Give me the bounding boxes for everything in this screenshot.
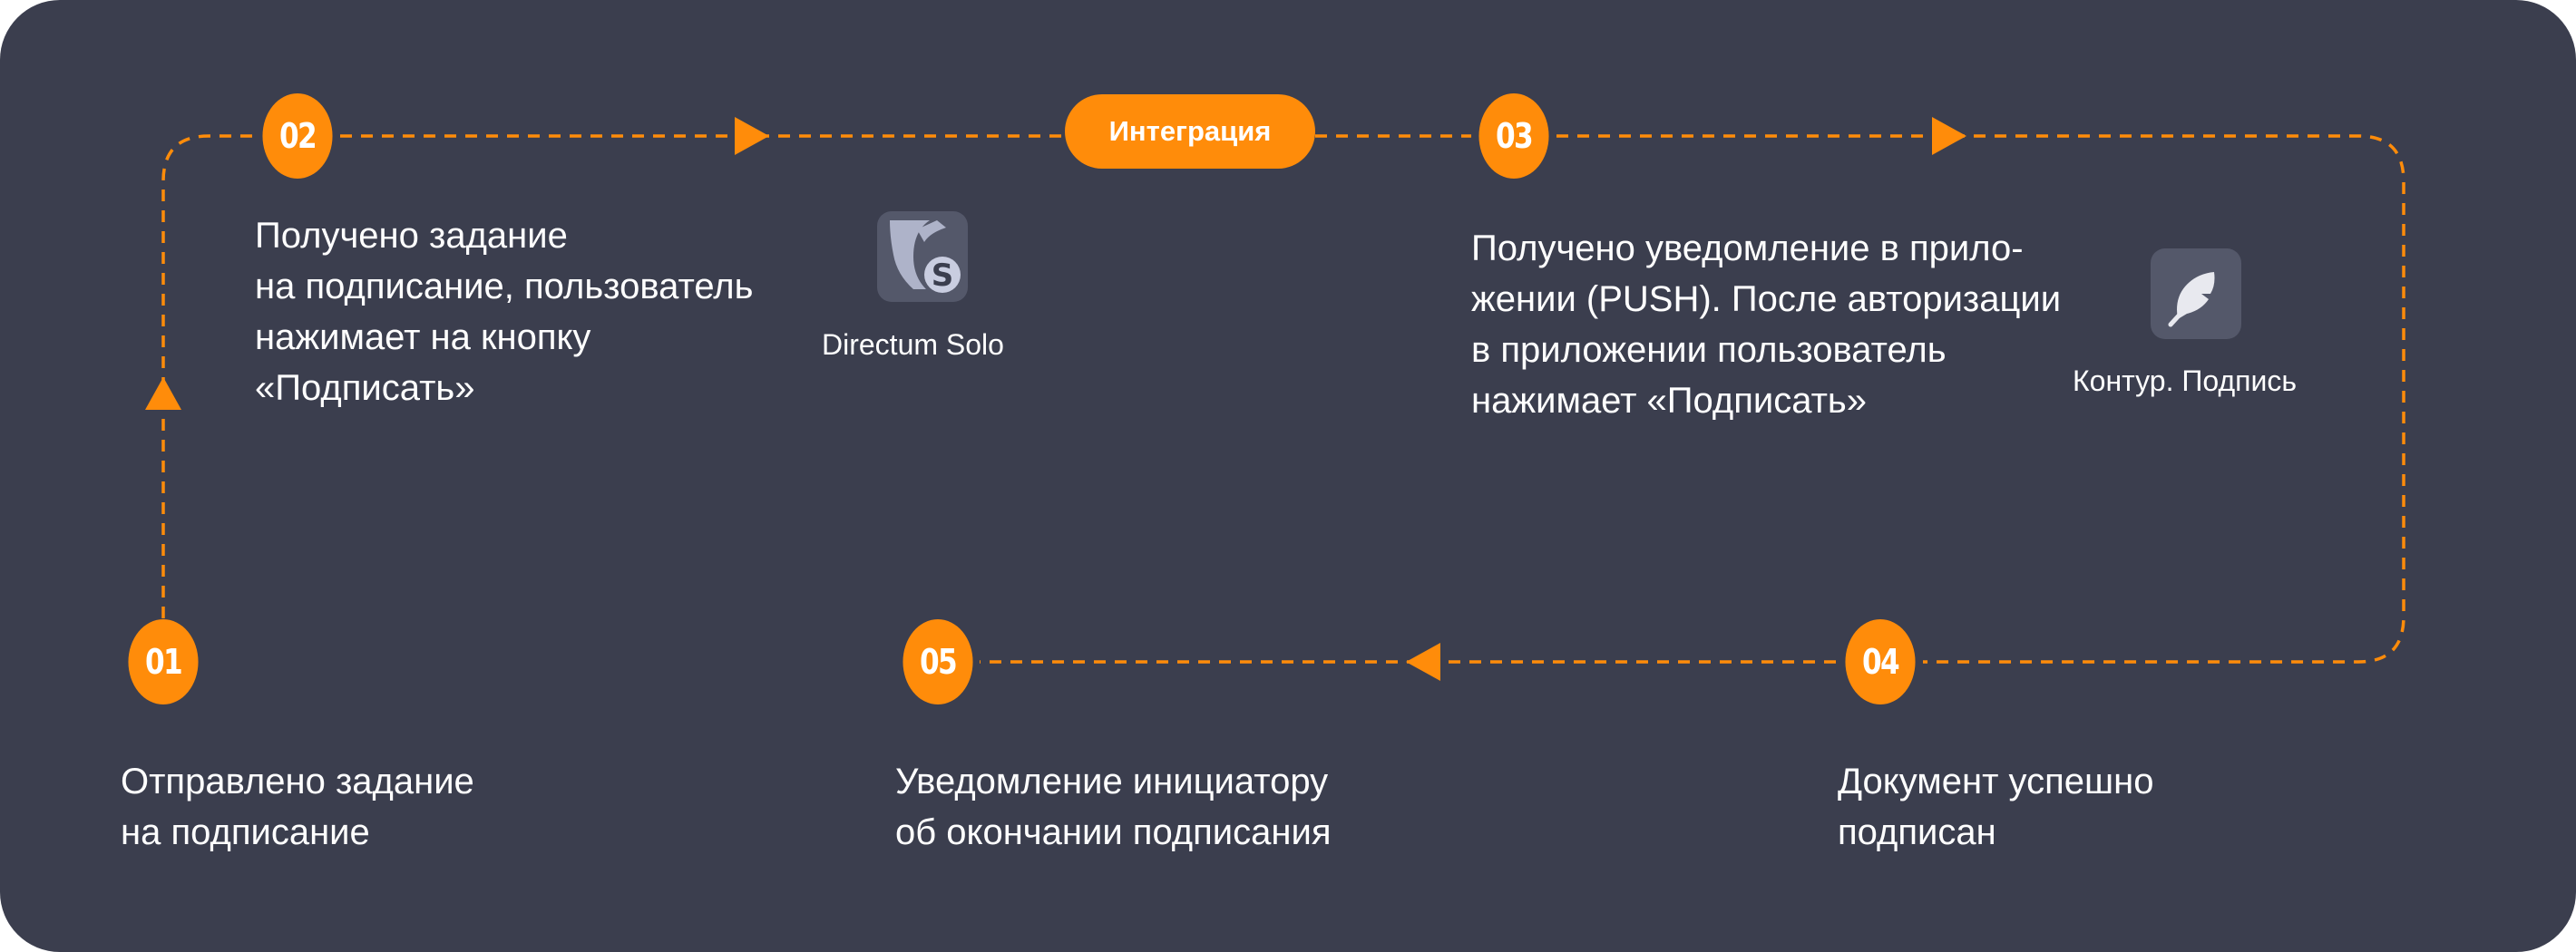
step-03-line: в приложении пользователь (1471, 330, 1947, 370)
arrow-right-icon (735, 117, 769, 155)
step-04-description: Документ успешно подписан (1838, 756, 2153, 858)
step-badge-01: 01 (128, 619, 199, 704)
step-05-line: Уведомление инициатору (895, 762, 1329, 801)
connector-01-02 (161, 134, 259, 618)
arrow-right-icon (1932, 117, 1966, 155)
arrow-up-icon (145, 377, 181, 410)
arrow-left-icon (1406, 643, 1440, 681)
step-badge-04: 04 (1845, 619, 1916, 704)
directum-solo-label: Directum Solo (822, 328, 1004, 361)
kontur-podpis-label: Контур. Подпись (2073, 364, 2297, 397)
step-03-line: Получено уведомление в прило- (1471, 228, 2024, 268)
step-badge-05: 05 (903, 619, 973, 704)
step-04-line: Документ успешно (1838, 762, 2154, 801)
integration-badge: Интеграция (1065, 94, 1315, 169)
step-01-description: Отправлено задание на подписание (121, 756, 474, 858)
step-05-line: об окончании подписания (895, 812, 1332, 852)
step-02-line: «Подписать» (255, 368, 475, 408)
step-05-description: Уведомление инициатору об окончании подп… (895, 756, 1332, 858)
kontur-podpis-icon (2151, 248, 2241, 339)
step-03-line: жении (PUSH). После авторизации (1471, 279, 2062, 319)
step-03-description: Получено уведомление в прило- жении (PUS… (1471, 223, 2061, 426)
step-badge-03: 03 (1478, 93, 1549, 179)
connector-03-04 (1556, 134, 2405, 664)
step-01-line: на подписание (121, 812, 370, 852)
step-03-line: нажимает «Подписать» (1471, 381, 1868, 421)
step-02-line: Получено задание (255, 216, 568, 256)
step-01-line: Отправлено задание (121, 762, 474, 801)
directum-solo-icon: S (877, 211, 968, 302)
step-04-line: подписан (1838, 812, 1996, 852)
step-02-line: нажимает на кнопку (255, 317, 591, 357)
step-02-description: Получено задание на подписание, пользова… (255, 210, 753, 413)
svg-text:S: S (932, 257, 954, 294)
step-02-line: на подписание, пользователь (255, 267, 754, 306)
step-badge-02: 02 (262, 93, 333, 179)
